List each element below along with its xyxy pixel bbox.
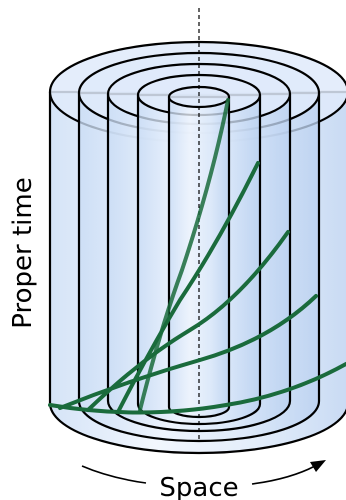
cylinder-top — [167, 85, 231, 109]
worldline-curve — [86, 230, 290, 412]
worldlines — [48, 98, 346, 415]
space-label: Space — [159, 473, 238, 500]
worldline-curve — [116, 161, 260, 414]
worldline-curve — [58, 294, 318, 410]
worldline-curve — [138, 98, 230, 412]
worldline-curve — [48, 362, 346, 415]
space-arrow-head — [310, 460, 326, 472]
space-arrow-right-arc — [251, 465, 316, 485]
space-arrow-left-arc — [81, 465, 147, 484]
cylinder-shells — [48, 40, 346, 455]
proper-time-label: Proper time — [8, 177, 38, 328]
